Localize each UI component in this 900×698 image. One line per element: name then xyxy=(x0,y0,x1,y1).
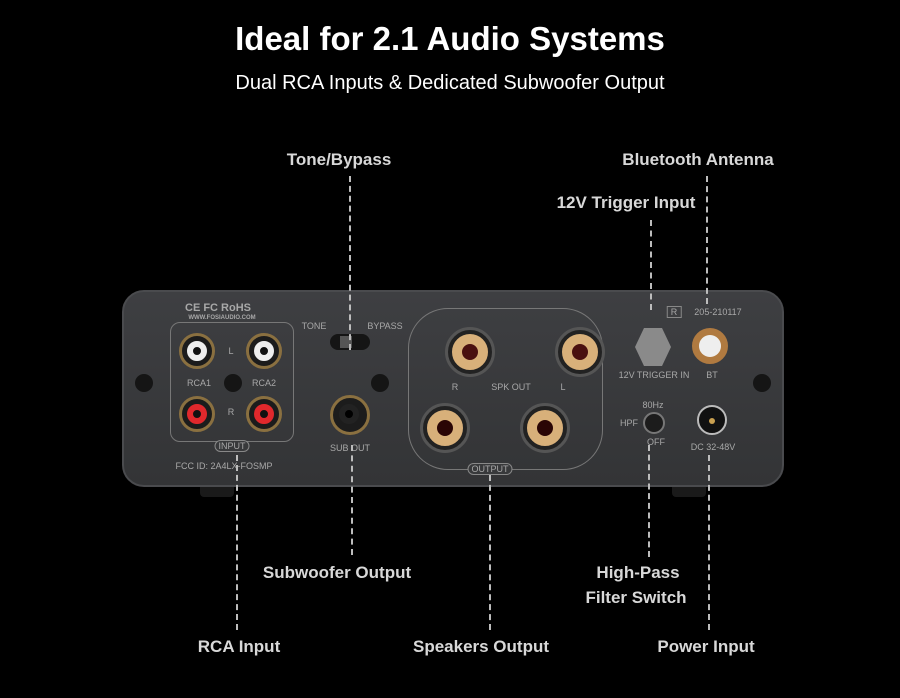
callout-line xyxy=(650,220,652,310)
rca2-right-jack xyxy=(246,396,282,432)
callout-tone-bypass: Tone/Bypass xyxy=(286,150,392,169)
fcc-id-label: FCC ID: 2A4LX-FOSMP xyxy=(175,461,273,471)
screw-hole xyxy=(135,374,153,392)
device-foot xyxy=(200,485,234,497)
speaker-post-r-neg xyxy=(420,403,470,453)
screw-hole xyxy=(224,374,242,392)
spk-r-label: R xyxy=(451,382,459,392)
callout-line xyxy=(648,445,650,557)
hpf-label: HPF xyxy=(620,418,638,428)
tone-label: TONE xyxy=(301,321,327,331)
screw-hole xyxy=(371,374,389,392)
rca1-right-jack xyxy=(179,396,215,432)
trigger-label: 12V TRIGGER IN xyxy=(618,370,690,380)
callout-line xyxy=(706,176,708,304)
rca2-label: RCA2 xyxy=(251,378,277,388)
cert-number: 205-210117 xyxy=(694,307,742,317)
trigger-jack xyxy=(635,328,671,366)
callout-power-input: Power Input xyxy=(657,637,755,656)
cert-logos: CE FC RoHS xyxy=(185,302,251,314)
off-label: OFF xyxy=(647,437,665,447)
r-mark: R xyxy=(666,306,682,318)
callout-line xyxy=(351,445,353,555)
bt-label: BT xyxy=(706,370,718,380)
page-subtitle: Dual RCA Inputs & Dedicated Subwoofer Ou… xyxy=(235,72,665,94)
rca1-left-jack xyxy=(179,333,215,369)
sub-out-label: SUB OUT xyxy=(329,443,371,453)
page-title: Ideal for 2.1 Audio Systems xyxy=(235,20,665,57)
callout-trigger-input: 12V Trigger Input xyxy=(556,193,696,212)
screw-hole xyxy=(753,374,771,392)
callout-high-pass: High-Pass xyxy=(596,563,680,582)
device-foot xyxy=(672,485,706,497)
callout-speakers-output: Speakers Output xyxy=(412,637,550,656)
spk-l-label: L xyxy=(560,382,566,392)
callout-line xyxy=(236,455,238,630)
callout-bluetooth-antenna: Bluetooth Antenna xyxy=(622,150,774,169)
speaker-post-r-pos xyxy=(445,327,495,377)
callout-filter-switch: Filter Switch xyxy=(585,588,687,607)
dc-power-jack xyxy=(697,405,727,435)
speaker-post-l-pos xyxy=(555,327,605,377)
rca2-left-jack xyxy=(246,333,282,369)
dc-label: DC 32-48V xyxy=(690,442,736,452)
bt-antenna-connector xyxy=(692,328,728,364)
hpf-toggle-switch[interactable] xyxy=(643,412,665,434)
bypass-label: BYPASS xyxy=(367,321,403,331)
output-label: OUTPUT xyxy=(467,463,513,475)
callout-subwoofer-output: Subwoofer Output xyxy=(262,563,412,582)
callout-line xyxy=(708,455,710,630)
callout-rca-input: RCA Input xyxy=(197,637,281,656)
left-label: L xyxy=(228,346,234,356)
speaker-post-l-neg xyxy=(520,403,570,453)
sub-out-jack xyxy=(330,395,370,435)
callout-line xyxy=(489,475,491,630)
spk-out-label: SPK OUT xyxy=(491,382,531,392)
callout-line xyxy=(349,176,351,350)
rca1-label: RCA1 xyxy=(186,378,212,388)
website-label: WWW.FOSIAUDIO.COM xyxy=(188,315,256,321)
hz-label: 80Hz xyxy=(642,400,664,410)
right-label: R xyxy=(227,407,235,417)
input-label: INPUT xyxy=(214,440,250,452)
